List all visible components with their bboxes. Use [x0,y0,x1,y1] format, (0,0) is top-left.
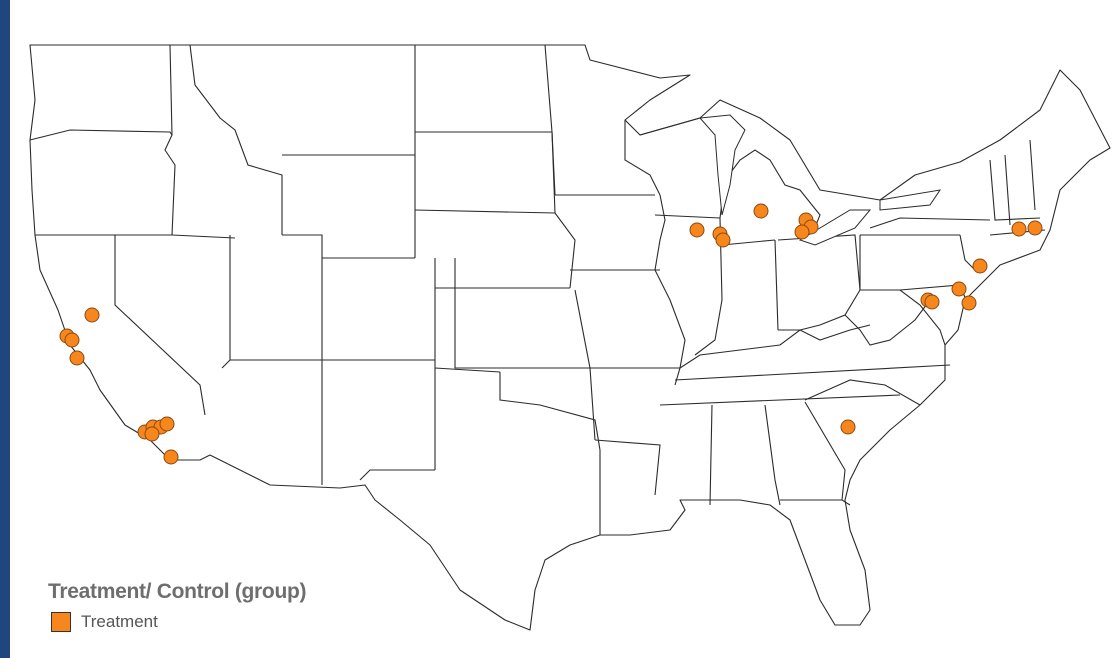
lake-ontario [879,189,942,211]
map-marker [64,332,80,348]
map-marker [972,258,988,274]
map-marker [84,307,100,323]
legend-item-treatment: Treatment [48,612,306,632]
map-marker [753,203,769,219]
map-marker [951,281,967,297]
map-marker [144,426,160,442]
lake-erie [798,209,872,246]
location-markers [59,203,1043,465]
us-map [29,44,1111,631]
us-outline [29,44,1111,631]
map-marker [163,449,179,465]
map-marker [840,419,856,435]
legend-title: Treatment/ Control (group) [48,580,307,603]
legend-swatch [51,612,71,632]
map-marker [159,416,175,432]
map-marker [69,350,85,366]
map-marker [689,222,705,238]
map-marker [715,232,731,248]
map-marker [1027,220,1043,236]
map-marker [924,294,940,310]
map-legend: Treatment/ Control (group) Treatment [48,580,306,632]
state-borders [29,44,1046,535]
map-marker [794,224,810,240]
legend-label: Treatment [81,612,158,631]
map-marker [961,295,977,311]
lake-michigan [698,114,746,216]
map-frame: Treatment/ Control (group) Treatment [10,0,1117,658]
map-marker [1011,221,1027,237]
